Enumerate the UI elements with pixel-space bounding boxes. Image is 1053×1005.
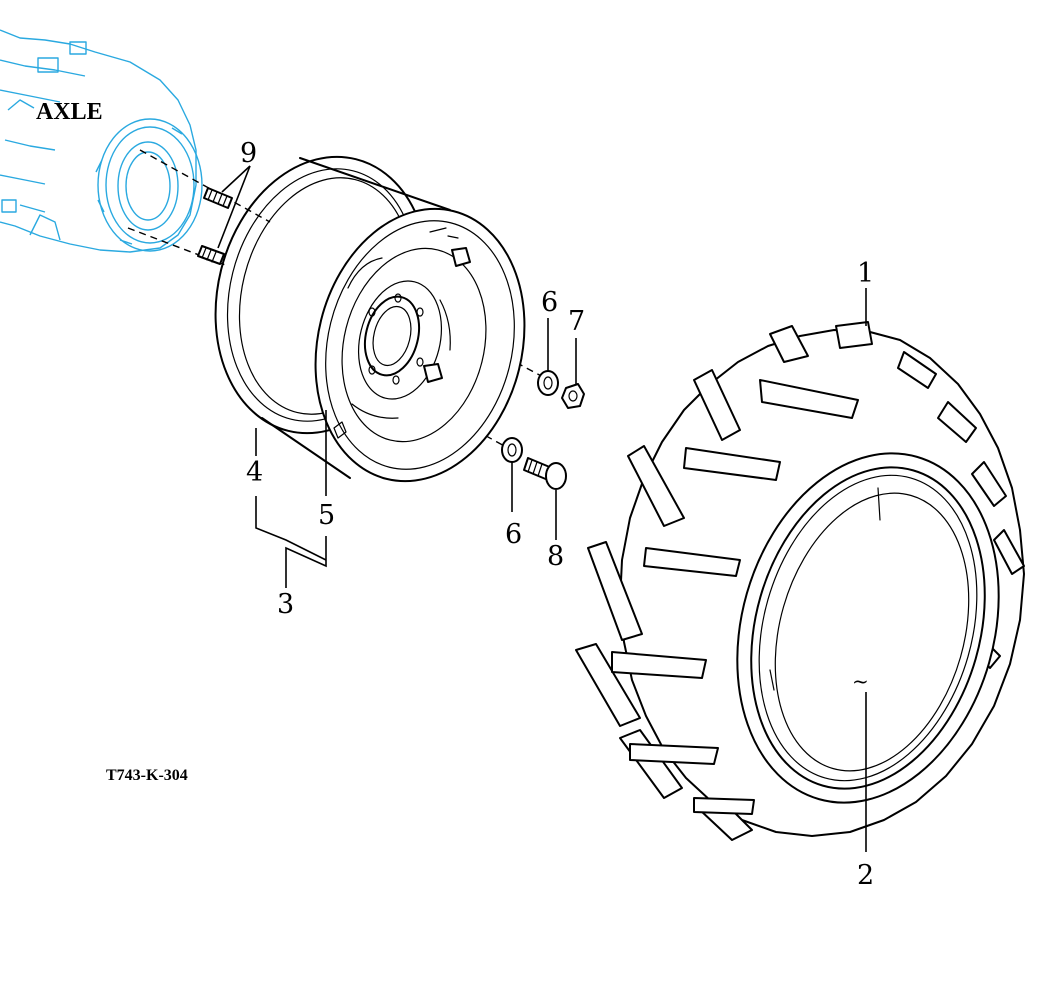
callout-8: 8 [547, 541, 564, 572]
sidewall-tilde-mark: ~ [852, 669, 869, 693]
bolt [523, 457, 567, 490]
callout-6-lower: 6 [505, 519, 522, 550]
rim [214, 155, 526, 483]
leader-lines [217, 165, 867, 852]
wheel-stud-upper [203, 187, 233, 209]
figure-code: T743-K-304 [106, 767, 188, 784]
callout-1: 1 [857, 258, 874, 289]
callout-7: 7 [568, 306, 585, 337]
washer-upper [537, 370, 559, 396]
wheel-stud-lower [197, 245, 225, 265]
axle-housing [0, 29, 203, 253]
tire: ~ [575, 321, 1025, 841]
callout-5: 5 [318, 500, 335, 531]
callout-3: 3 [277, 589, 294, 620]
axle-label: AXLE [36, 99, 103, 125]
callout-9: 9 [240, 138, 257, 169]
callout-6-upper: 6 [541, 287, 558, 318]
washer-lower [501, 437, 523, 463]
callout-4: 4 [246, 457, 263, 488]
nut [561, 383, 585, 409]
callout-2: 2 [857, 860, 874, 891]
